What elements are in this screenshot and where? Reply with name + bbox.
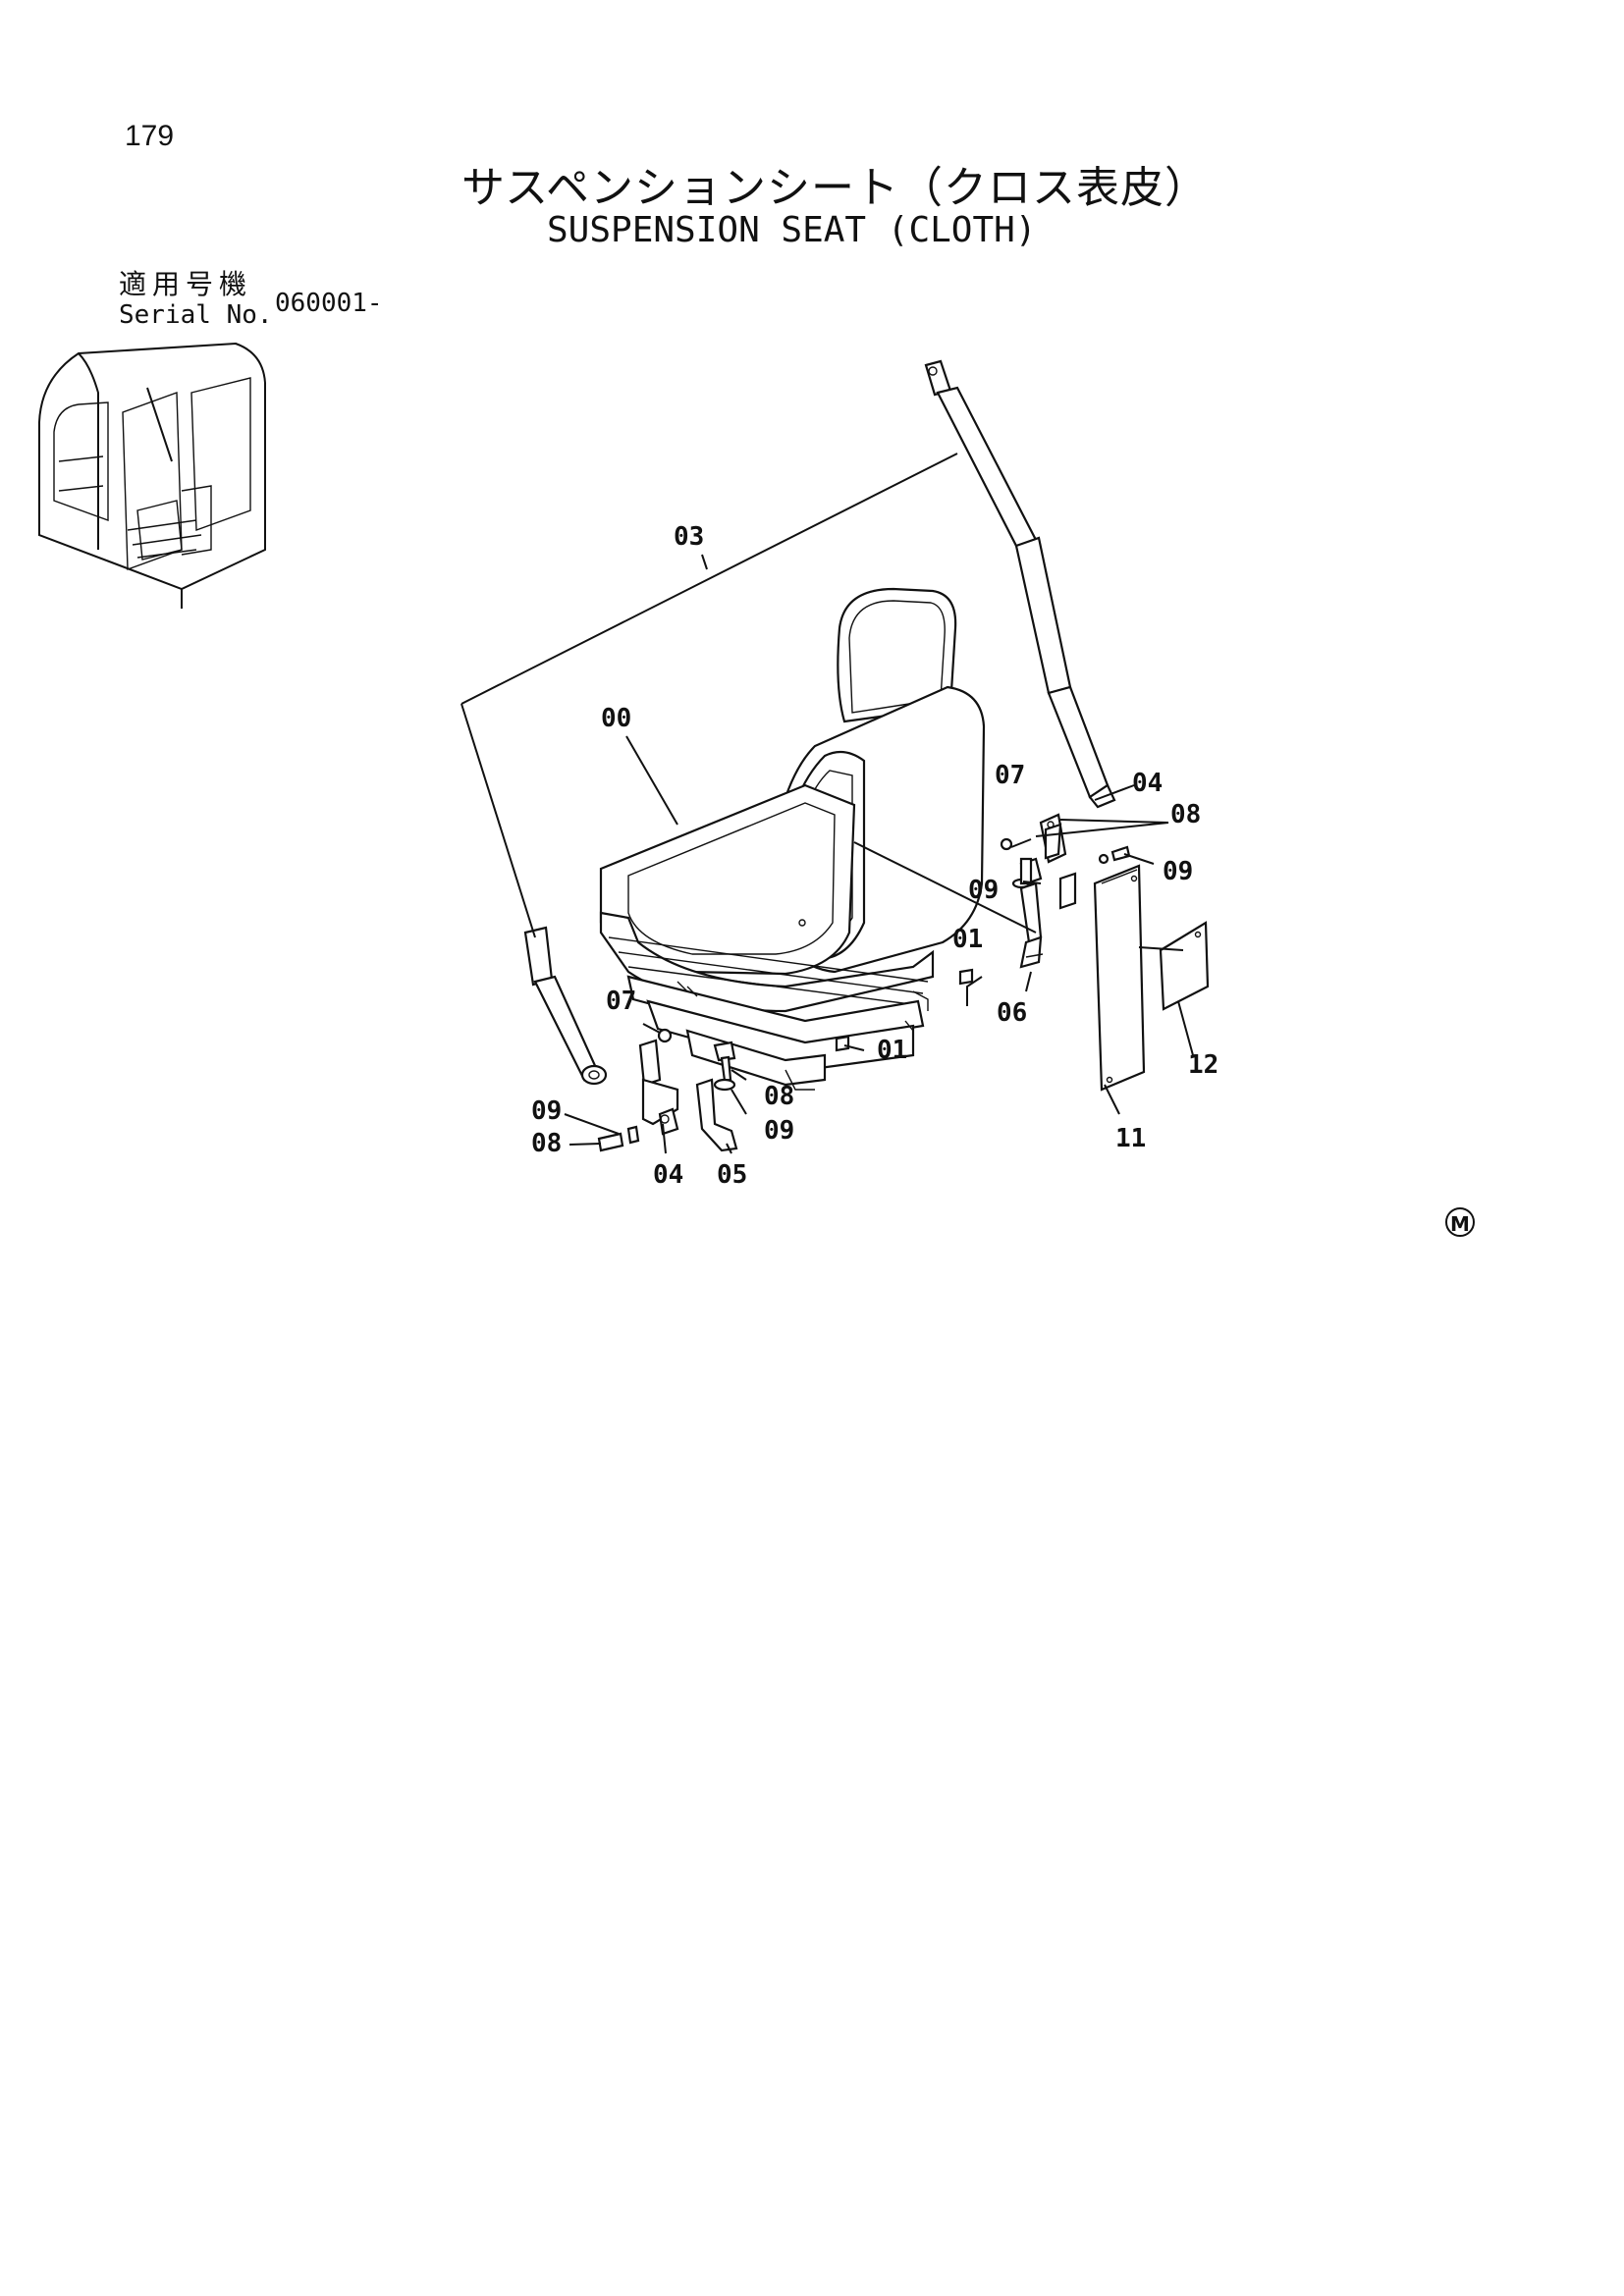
callout-label-09-right: 09 — [1163, 857, 1193, 886]
callout-label-08-right: 08 — [1170, 800, 1201, 829]
callout-label-08-left: 08 — [531, 1129, 562, 1158]
callout-label-04-right: 04 — [1132, 769, 1163, 798]
callout-label-05: 05 — [717, 1160, 747, 1190]
left-anchor-parts — [597, 1028, 738, 1152]
callout-label-01-lower: 01 — [877, 1036, 907, 1065]
seat-belt-lower — [523, 926, 608, 1086]
callout-label-11: 11 — [1115, 1124, 1146, 1153]
callout-label-07-right: 07 — [995, 761, 1025, 790]
suspension-seat-assembly — [599, 587, 986, 1091]
cover-12 — [1159, 921, 1210, 1011]
serial-label-japanese: 適用号機 — [119, 269, 253, 299]
maker-mark-icon: M — [1445, 1207, 1475, 1237]
callout-03-leader-top — [460, 453, 958, 705]
callout-label-09-lower: 09 — [764, 1116, 794, 1146]
callout-03-leader-left — [460, 703, 536, 938]
serial-number-value: 060001- — [275, 289, 383, 318]
page-title-japanese: サスペンションシート（クロス表皮） — [461, 164, 1210, 212]
callout-label-09-left: 09 — [531, 1096, 562, 1126]
callout-label-01-upper: 01 — [952, 925, 983, 954]
callout-label-04-left: 04 — [653, 1160, 683, 1190]
right-anchor-parts — [1000, 813, 1131, 969]
cover-11 — [1093, 864, 1146, 1092]
cab-thumbnail-illustration — [38, 342, 266, 609]
callout-label-07-left: 07 — [606, 987, 636, 1016]
seat-belt-upper — [924, 359, 1116, 809]
page-number: 179 — [125, 120, 175, 152]
serial-label-english: Serial No. — [119, 300, 273, 330]
callout-label-08-center: 08 — [764, 1082, 794, 1111]
page-title-english: SUSPENSION SEAT (CLOTH) — [547, 210, 1037, 250]
callout-label-00: 00 — [601, 704, 631, 733]
callout-label-12: 12 — [1188, 1050, 1218, 1080]
callout-label-09-center: 09 — [968, 876, 999, 905]
callout-leader-lines — [564, 784, 1194, 1154]
callout-label-06: 06 — [997, 998, 1027, 1028]
callout-00-leader — [625, 735, 678, 826]
bolt-01-lower — [835, 1035, 850, 1052]
callout-03-tick — [701, 554, 708, 570]
maker-mark-letter: M — [1450, 1212, 1470, 1236]
callout-label-03: 03 — [674, 522, 704, 552]
bolt-01-upper — [958, 968, 974, 986]
